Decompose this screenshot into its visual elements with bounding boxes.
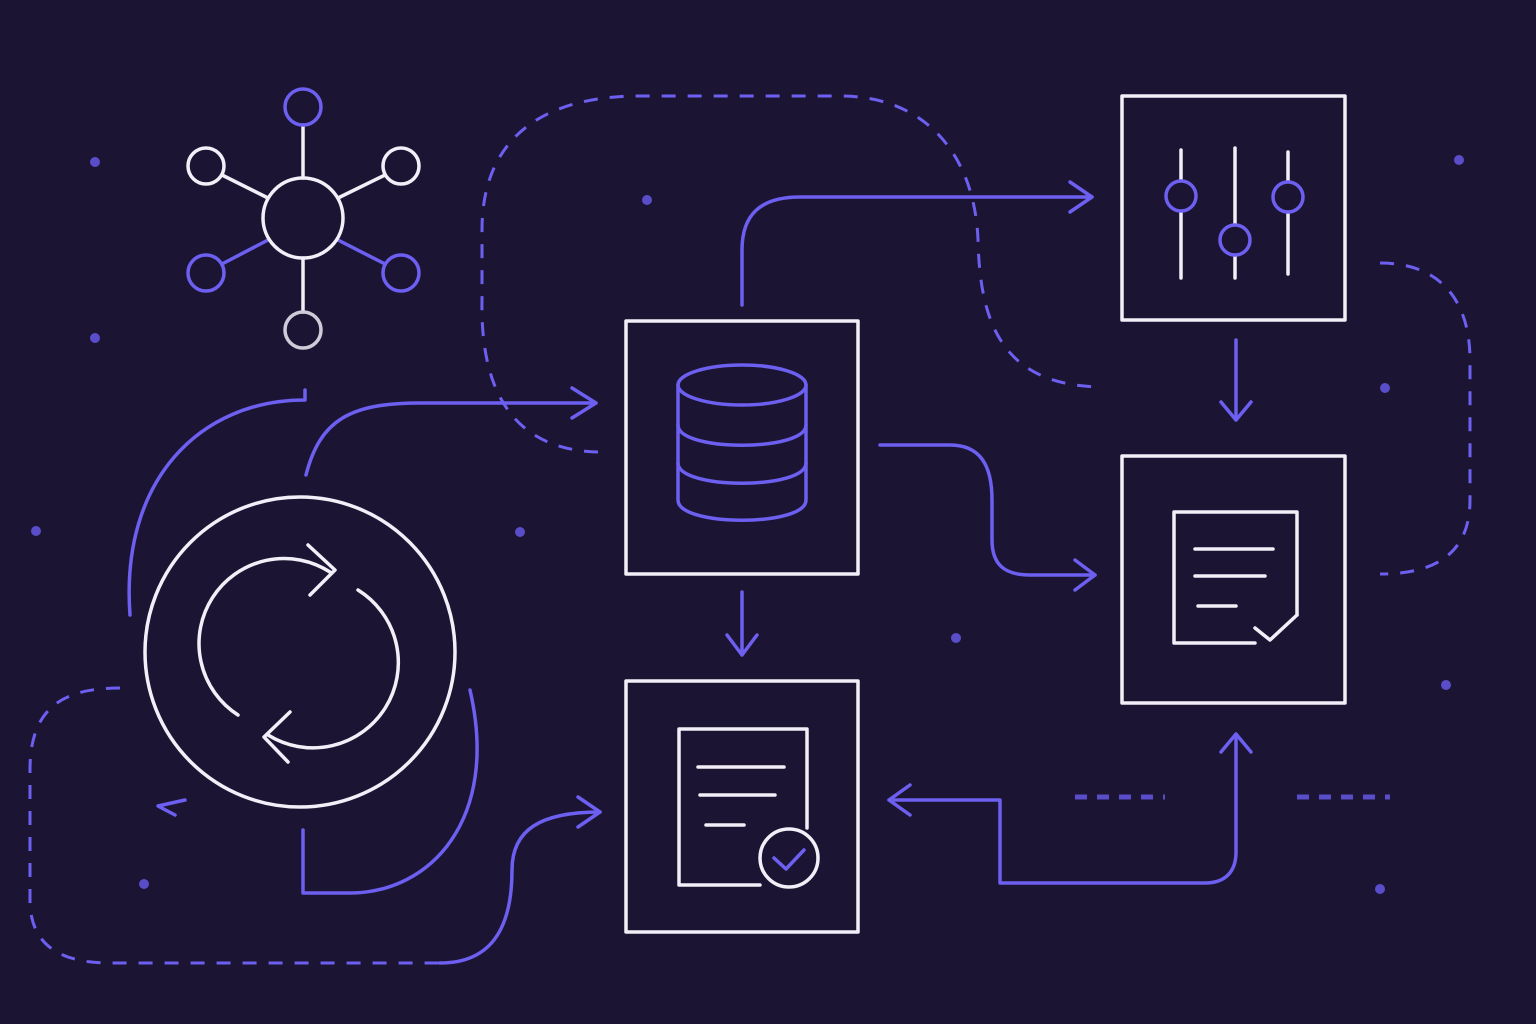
hub-icon <box>186 87 421 350</box>
sync-icon <box>143 495 457 809</box>
dashed-connectors <box>28 94 1472 965</box>
flow-arrows <box>725 180 1253 885</box>
report-node <box>1120 454 1347 705</box>
background-dots <box>31 155 1464 894</box>
sliders-node <box>1120 94 1347 322</box>
database-node <box>624 319 860 576</box>
sync-connectors <box>127 386 602 965</box>
approved-document-node <box>624 679 860 934</box>
